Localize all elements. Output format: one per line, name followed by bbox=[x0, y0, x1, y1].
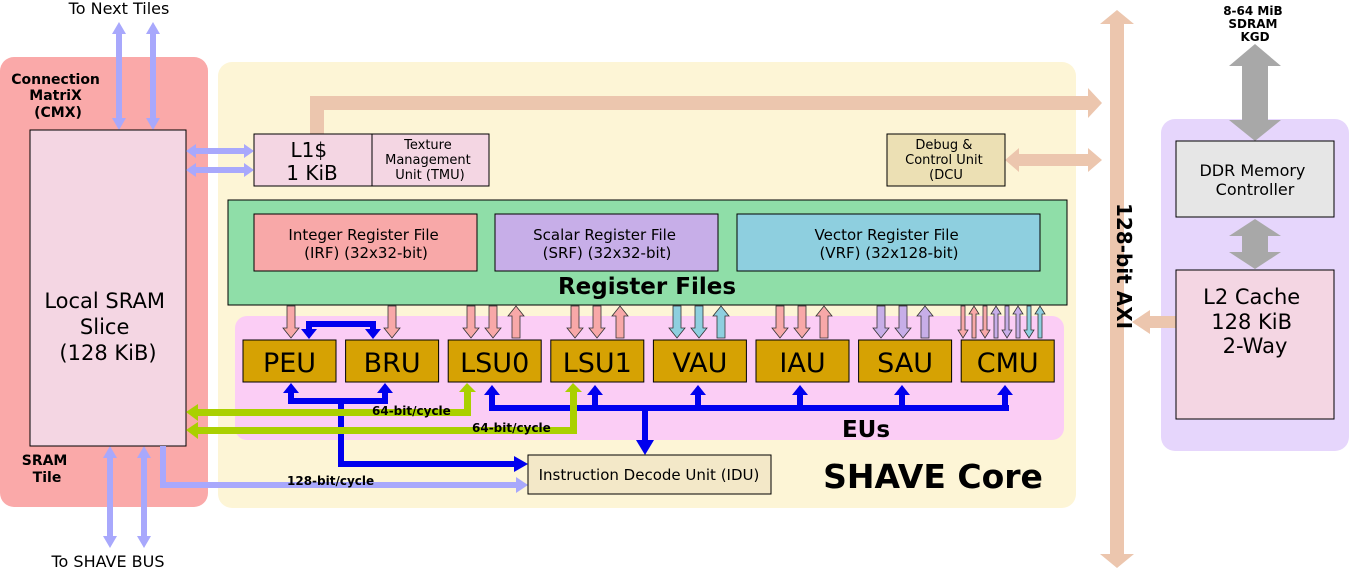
idu-block bbox=[527, 454, 772, 495]
instruction-bus bbox=[283, 383, 1013, 472]
eus-label: EUs bbox=[842, 417, 890, 443]
sdram-label: 8-64 MiB SDRAM KGD bbox=[1223, 4, 1287, 44]
eu-sau-box bbox=[858, 339, 953, 383]
eu-cmu-box bbox=[960, 339, 1055, 383]
local-sram-slice bbox=[29, 129, 187, 447]
l1-cache-label: L1$ 1 KiB bbox=[286, 138, 337, 185]
eu-bru-label: BRU bbox=[364, 348, 421, 379]
to-shave-bus-label: To SHAVE BUS bbox=[50, 552, 164, 570]
srf-label: Scalar Register File (SRF) (32x32-bit) bbox=[533, 226, 681, 262]
l2-cache-label: L2 Cache 128 KiB 2-Way bbox=[1203, 285, 1307, 358]
tmu-block bbox=[371, 133, 490, 187]
eu-lsu1-label: LSU1 bbox=[563, 348, 632, 379]
l2-cache bbox=[1175, 269, 1335, 420]
local-sram-label: Local SRAM Slice (128 KiB) bbox=[44, 289, 171, 365]
eu-lsu0-box bbox=[447, 339, 542, 383]
idu-label: Instruction Decode Unit (IDU) bbox=[539, 466, 760, 484]
sram-tile-label: SRAM Tile bbox=[22, 453, 73, 486]
register-files-label: Register Files bbox=[558, 274, 736, 300]
eu-vau-box bbox=[652, 339, 747, 383]
eu-cmu-label: CMU bbox=[977, 348, 1039, 379]
bw-label-lsu0: 64-bit/cycle bbox=[372, 404, 451, 418]
tmu-label: Texture Management Unit (TMU) bbox=[385, 138, 475, 183]
bw-label-idu: 128-bit/cycle bbox=[287, 474, 374, 488]
sram-l1-arrows bbox=[186, 144, 254, 177]
srf-block bbox=[494, 213, 719, 272]
l1-to-axi-connector bbox=[310, 88, 1102, 134]
dcu-label: Debug & Control Unit (DCU bbox=[905, 138, 987, 183]
l1-cache bbox=[253, 133, 373, 187]
eu-iau-label: IAU bbox=[779, 348, 825, 379]
shave-bus-arrows bbox=[103, 446, 151, 548]
ddr-l2-arrow bbox=[1229, 219, 1281, 269]
eu-vau-label: VAU bbox=[672, 348, 727, 379]
sram-idu-path bbox=[160, 446, 528, 493]
dcu-axi-arrow bbox=[1005, 148, 1102, 172]
eu-row: PEU BRU LSU0 LSU1 VAU IAU SAU CMU bbox=[242, 339, 1055, 383]
irf-label: Integer Register File (IRF) (32x32-bit) bbox=[288, 226, 443, 262]
peu-bru-link bbox=[301, 321, 381, 339]
ddr-controller bbox=[1175, 140, 1335, 218]
regfile-eu-arrows bbox=[282, 305, 1046, 339]
l2-axi-arrow bbox=[1132, 310, 1176, 334]
next-tiles-arrows bbox=[112, 22, 160, 130]
irf-block bbox=[253, 213, 478, 272]
cmx-label: Connection MatriX (CMX) bbox=[11, 72, 105, 121]
eu-peu-label: PEU bbox=[263, 348, 316, 379]
eu-sau-label: SAU bbox=[877, 348, 933, 379]
vrf-label: Vector Register File (VRF) (32x128-bit) bbox=[815, 226, 964, 262]
dcu-block bbox=[886, 133, 1006, 187]
eu-lsu1-box bbox=[550, 339, 645, 383]
ddr-controller-label: DDR Memory Controller bbox=[1199, 161, 1310, 199]
eu-lsu0-label: LSU0 bbox=[460, 348, 529, 379]
eu-peu-box bbox=[242, 339, 337, 383]
bw-label-lsu1: 64-bit/cycle bbox=[472, 421, 551, 435]
lsu-data-paths bbox=[186, 383, 582, 439]
axi-bus bbox=[1100, 10, 1134, 568]
vrf-block bbox=[736, 213, 1041, 272]
to-next-tiles-label: To Next Tiles bbox=[68, 0, 170, 18]
eu-bru-box bbox=[345, 339, 440, 383]
eu-iau-box bbox=[755, 339, 850, 383]
sdram-ddr-arrow bbox=[1229, 44, 1281, 141]
shave-core-label: SHAVE Core bbox=[823, 457, 1043, 496]
axi-label: 128-bit AXI bbox=[1112, 203, 1136, 329]
